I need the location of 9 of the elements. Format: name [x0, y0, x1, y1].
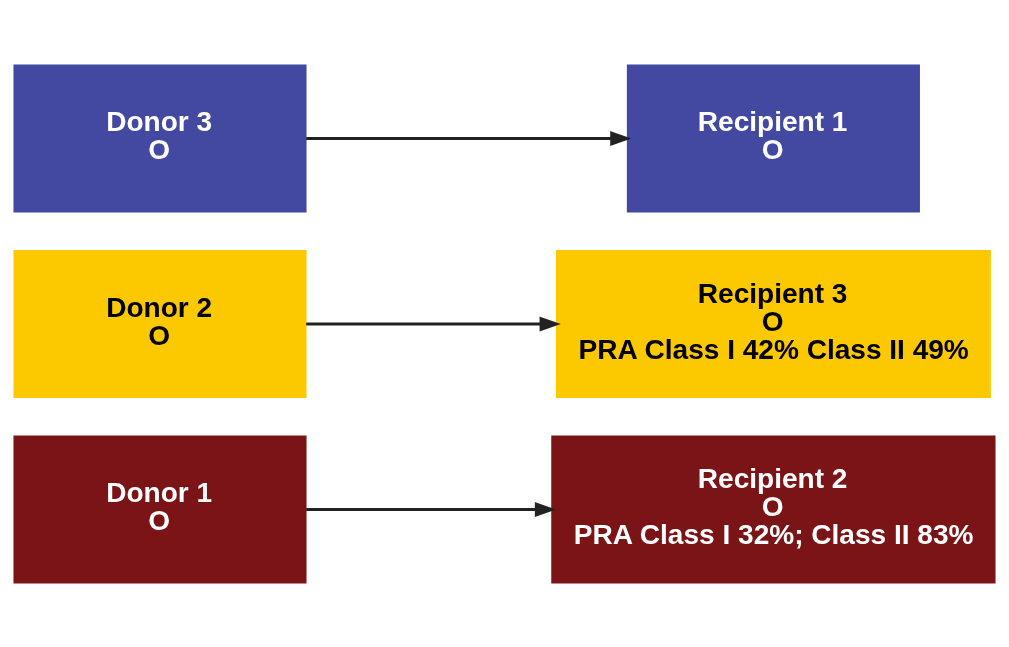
node-box: Recipient 1 O — [626, 63, 920, 213]
node-box: Donor 1 O — [13, 434, 307, 584]
node-box: Donor 3 O — [13, 63, 307, 213]
node-box: Recipient 2 O PRA Class I 32%; Class II 83% — [551, 434, 996, 584]
node-box: Donor 2 O — [13, 249, 307, 398]
node-box: Recipient 3 O PRA Class I 42% Class II 49% — [555, 249, 991, 398]
arrow — [306, 316, 561, 331]
arrow — [306, 501, 557, 517]
arrow — [306, 130, 632, 146]
